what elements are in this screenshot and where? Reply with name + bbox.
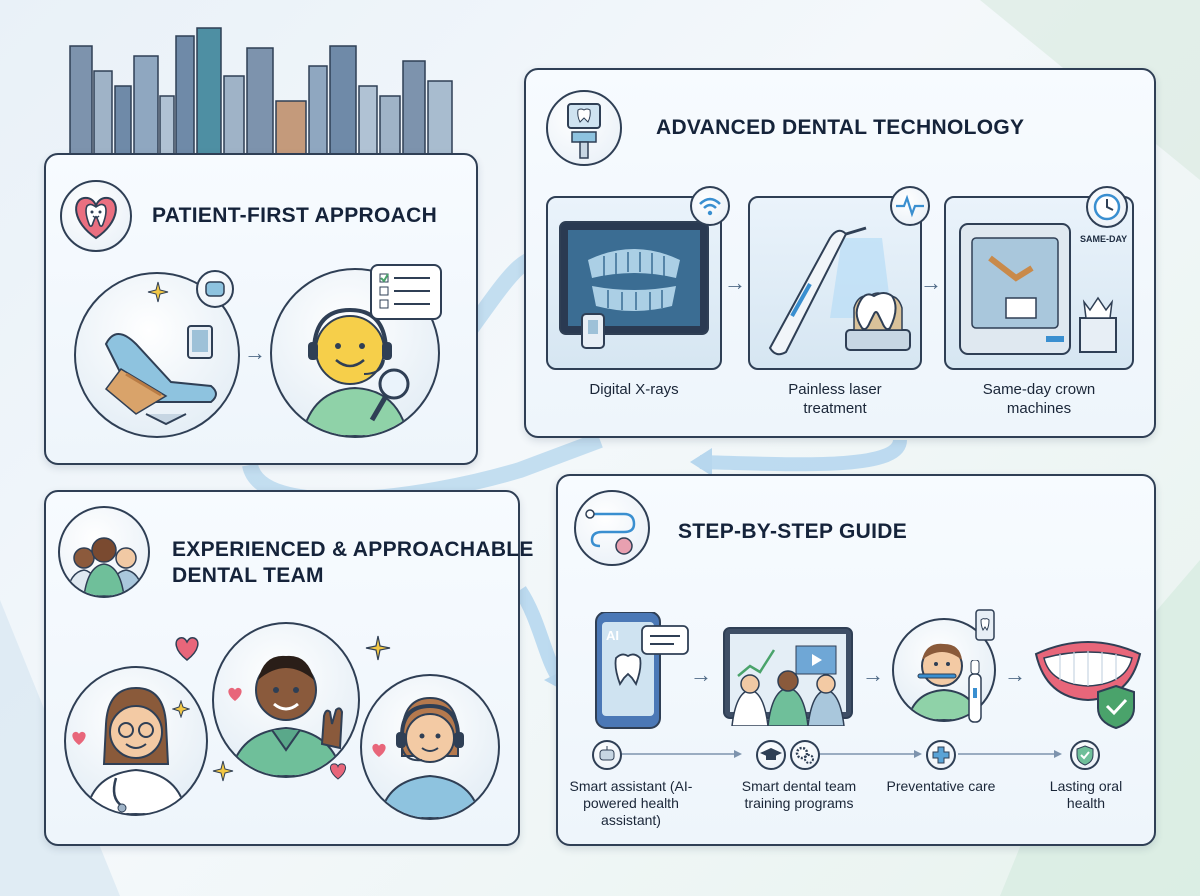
flow-icon	[574, 490, 650, 566]
phone-ai-label: AI	[606, 628, 619, 643]
dentist-avatar	[64, 666, 208, 816]
laser-label: Painless laser treatment	[788, 381, 882, 417]
guide-title: STEP-BY-STEP GUIDE	[678, 520, 908, 543]
technology-title: ADVANCED DENTAL TECHNOLOGY	[656, 116, 1025, 139]
tooth-heart-icon	[60, 180, 132, 252]
clock-icon	[1086, 186, 1128, 228]
flow-arrow: →	[1004, 662, 1026, 687]
laser-card	[748, 196, 922, 370]
step-4-label: Lasting oral health	[1049, 778, 1123, 811]
crown-machine-label: Same-day crown machines	[982, 381, 1096, 417]
flow-arrow: →	[862, 662, 884, 687]
pulse-icon	[890, 186, 930, 226]
receptionist-avatar	[360, 674, 500, 820]
toothbrush-icon	[892, 618, 996, 722]
flow-arrow: →	[244, 340, 266, 365]
dental-unit-icon	[546, 90, 622, 166]
xray-card	[546, 196, 722, 370]
xray-label: Digital X-rays	[589, 381, 679, 398]
step-3-label: Preventative care	[886, 778, 996, 794]
step-2-label: Smart dental team training programs	[741, 778, 857, 811]
assistant-icon	[592, 740, 622, 770]
crown-machine-icon	[959, 223, 1117, 355]
phone-ai-icon	[578, 612, 689, 730]
flow-arrow: →	[724, 270, 746, 295]
medical-cross-icon	[926, 740, 956, 770]
xray-icon	[559, 221, 709, 349]
checklist-bubble-icon	[370, 264, 442, 320]
shield-check-icon	[1070, 740, 1100, 770]
team-title-line1: EXPERIENCED & APPROACHABLE	[172, 538, 534, 561]
flow-arrow: →	[920, 270, 942, 295]
gears-icon	[790, 740, 820, 770]
smiley-headset-icon	[270, 268, 440, 438]
team-member-avatar	[212, 622, 360, 778]
same-day-tag: SAME-DAY	[1080, 234, 1128, 244]
wifi-icon	[690, 186, 730, 226]
graduation-cap-icon	[756, 740, 786, 770]
team-title-line2: DENTAL TEAM	[172, 564, 324, 587]
step-1-label: Smart assistant (AI-powered health assis…	[569, 778, 693, 828]
team-icon	[58, 506, 150, 598]
skyline-icon	[69, 27, 453, 158]
flow-arrow: →	[690, 662, 712, 687]
pillow-icon	[196, 270, 234, 308]
patient-first-title: PATIENT-FIRST APPROACH	[152, 204, 438, 227]
laser-icon	[768, 226, 911, 356]
